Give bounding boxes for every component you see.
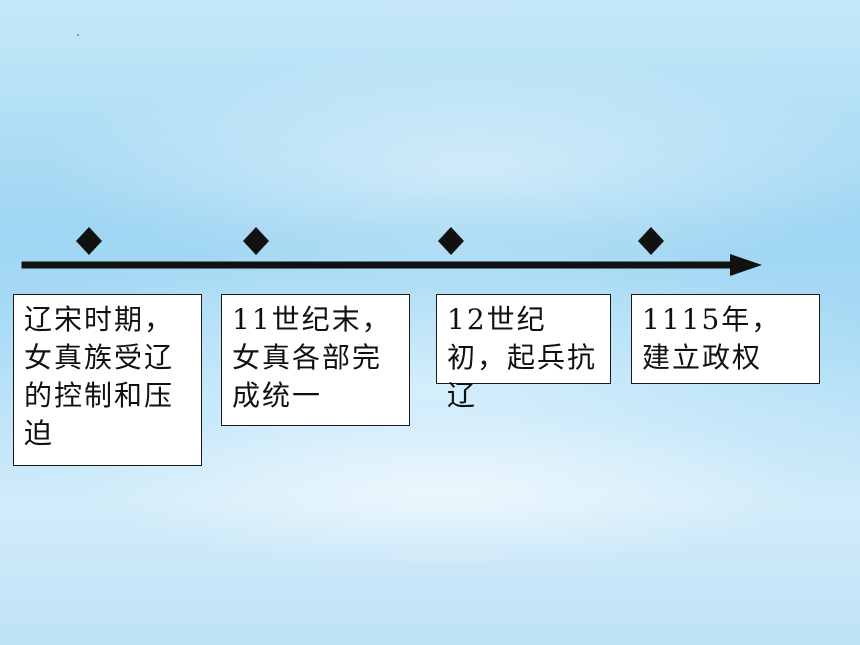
event-text: 11世纪末，女真各部完成统一 (232, 303, 392, 412)
diamond-icon (243, 227, 269, 255)
dot-speck (77, 34, 79, 36)
event-box-liao-song-period: 辽宋时期，女真族受辽的控制和压迫 (13, 294, 202, 466)
event-text: 1115年，建立政权 (642, 303, 782, 374)
event-text: 12世纪初，起兵抗辽 (447, 303, 598, 412)
event-box-11th-century-end: 11世纪末，女真各部完成统一 (221, 294, 410, 426)
arrowhead-icon (730, 254, 762, 276)
diamond-icon (76, 227, 102, 255)
event-text: 辽宋时期，女真族受辽的控制和压迫 (24, 303, 175, 450)
diamond-icon (438, 227, 464, 255)
diamond-icon (638, 227, 664, 255)
event-box-12th-century-start: 12世纪初，起兵抗辽 (436, 294, 611, 412)
event-box-1115: 1115年，建立政权 (631, 294, 820, 384)
